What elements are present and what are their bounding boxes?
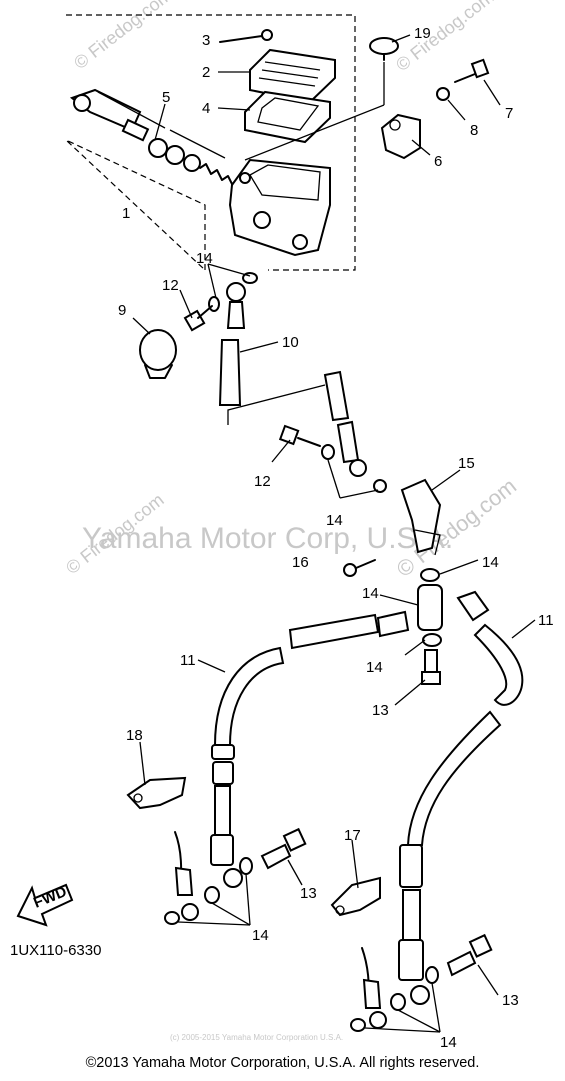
union-bolt-13a	[421, 649, 441, 685]
washer-14c	[321, 444, 335, 460]
fwd-arrow-icon: FWD	[16, 883, 74, 927]
washer-14d	[373, 479, 387, 493]
bolt-7	[454, 58, 490, 83]
callout-17: 17	[344, 827, 361, 844]
callout-13a: 13	[372, 702, 389, 719]
callout-14d: 14	[362, 585, 379, 602]
washer-14l	[350, 1018, 366, 1032]
callout-2: 2	[202, 64, 210, 81]
callout-6: 6	[434, 153, 442, 170]
leader-5b	[97, 91, 166, 129]
cap-19	[369, 37, 399, 61]
leader-5c	[169, 129, 226, 159]
callout-3: 3	[202, 32, 210, 49]
callout-14g: 14	[440, 1034, 457, 1051]
washer-14j	[425, 966, 439, 984]
callout-5: 5	[162, 89, 170, 106]
callouts: 1 2 3 4 5 6 7 8 9 10 11 11 12 12 13 13 1…	[118, 25, 554, 1051]
callout-11a: 11	[180, 652, 196, 669]
copyright-footer: ©2013 Yamaha Motor Corporation, U.S.A. A…	[85, 1055, 480, 1071]
callout-14f: 14	[252, 927, 269, 944]
holder-6	[380, 113, 421, 160]
piston-kit-5	[69, 88, 234, 187]
washer-14f	[422, 633, 442, 647]
watermark-small: (c) 2005-2015 Yamaha Motor Corporation U…	[170, 1033, 343, 1042]
assembly-outline	[65, 14, 356, 272]
hose-upper-right	[323, 370, 367, 477]
washer-14b	[208, 296, 220, 312]
callout-14a: 14	[196, 250, 213, 267]
callout-19: 19	[414, 25, 431, 42]
diagram-code: 1UX110-6330	[10, 942, 101, 959]
callout-8: 8	[470, 122, 478, 139]
washer-14h	[204, 886, 220, 904]
callout-15: 15	[458, 455, 475, 472]
union-block	[417, 584, 443, 631]
callout-13c: 13	[502, 992, 519, 1009]
watermark-main: Yamaha Motor Corp, U.S.A.	[82, 522, 453, 555]
callout-12b: 12	[254, 473, 271, 490]
brake-hose-11b	[398, 590, 524, 1005]
brake-hose-10	[218, 282, 246, 406]
watermark-site-top: © Firedog.com	[70, 0, 176, 73]
bolt-16	[343, 559, 376, 577]
union-bolt-13b	[260, 827, 307, 870]
callout-18: 18	[126, 727, 143, 744]
callout-10: 10	[282, 334, 299, 351]
screw-3	[219, 29, 273, 43]
leader-5	[154, 103, 166, 141]
diaphragm-4	[244, 90, 331, 144]
master-cylinder-body	[228, 158, 331, 257]
washer-14i	[164, 911, 180, 925]
leader-lines	[132, 34, 536, 1033]
callout-11b: 11	[538, 612, 554, 629]
reservoir-cap-2	[249, 48, 336, 104]
hose-clamp-18	[126, 776, 187, 810]
washer-14k	[390, 993, 406, 1011]
union-bolt-12b	[278, 424, 321, 447]
washer-14e	[420, 568, 440, 582]
callout-1: 1	[122, 205, 130, 222]
callout-9: 9	[118, 302, 126, 319]
callout-12a: 12	[162, 277, 179, 294]
joint-15	[400, 478, 442, 556]
callout-14b: 14	[326, 512, 343, 529]
union-bolt-12a	[183, 305, 213, 332]
caliper-hose-left	[174, 831, 199, 921]
callout-14c: 14	[482, 554, 499, 571]
callout-13b: 13	[300, 885, 317, 902]
washer-8	[436, 87, 450, 101]
callout-7: 7	[505, 105, 513, 122]
bracket-line	[227, 384, 326, 425]
leader-19b	[244, 104, 385, 161]
callout-4: 4	[202, 100, 210, 117]
caliper-hose-right	[361, 947, 387, 1029]
callout-16: 16	[292, 554, 309, 571]
union-bolt-13c	[446, 933, 493, 977]
cover-9	[139, 329, 177, 379]
brake-hose-11a	[210, 610, 410, 888]
callout-14e: 14	[366, 659, 383, 676]
hose-clamp-17	[330, 876, 381, 917]
washer-14g	[239, 857, 253, 875]
